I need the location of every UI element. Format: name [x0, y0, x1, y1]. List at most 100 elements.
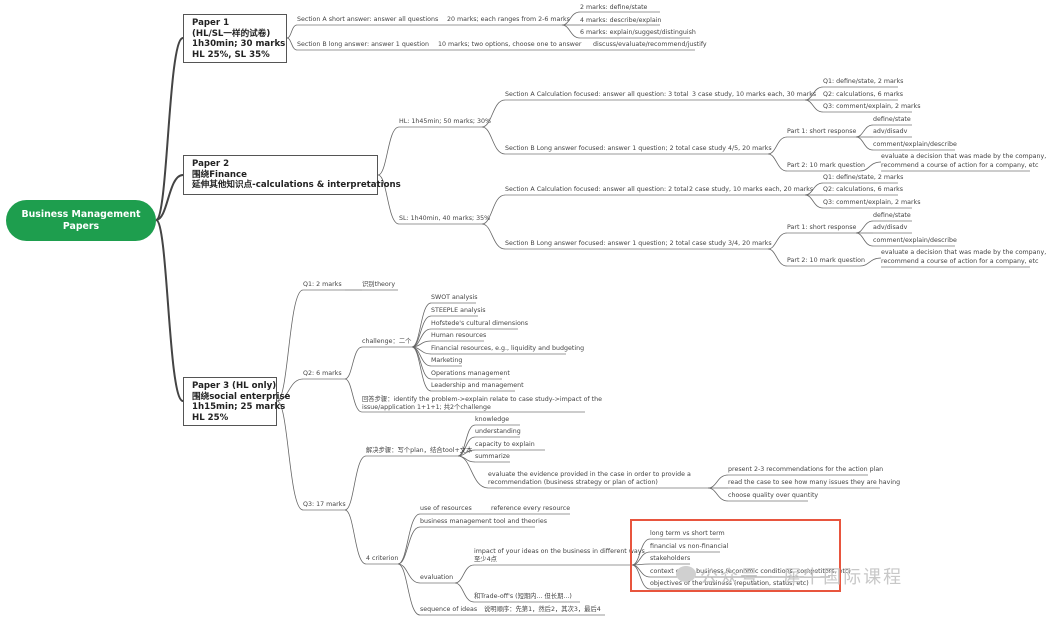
p2-sl-p1a: define/state: [873, 212, 911, 219]
connector-line: [481, 126, 506, 155]
connector-line: [804, 99, 824, 113]
connector-line: [457, 455, 489, 489]
p3-seq: sequence of ideas: [420, 606, 478, 613]
p3-reference: reference every resource: [491, 505, 571, 512]
p1-secB: Section B long answer: answer 1 question: [297, 41, 430, 48]
paper2-line: Paper 2: [192, 159, 230, 169]
p1-m2: 2 marks: define/state: [580, 4, 648, 11]
paper2-line: 延伸其他知识点-calculations & interpretations: [192, 180, 401, 190]
p3-ch-item: SWOT analysis: [431, 294, 478, 301]
connector-line: [707, 474, 729, 489]
connector-line: [276, 400, 304, 511]
p2-hl-secB-case: case study 4/5, 20 marks: [692, 145, 772, 152]
connector-line: [561, 24, 581, 39]
connector-line: [344, 346, 363, 380]
connector-line: [344, 378, 363, 413]
p2-hl-q1: Q1: define/state, 2 marks: [823, 78, 904, 85]
p2-sl-q2: Q2: calculations, 6 marks: [823, 186, 904, 193]
p3-tradeoff: 和Trade-off's (短期内... 但长期...): [474, 593, 572, 600]
connector-line: [631, 564, 651, 590]
p3-q2: Q2: 6 marks: [303, 370, 342, 377]
connector-line: [286, 24, 298, 39]
connector-line: [411, 346, 432, 392]
p3-q1: Q1: 2 marks: [303, 281, 342, 288]
p2-hl-p2b: recommend a course of action for a compa…: [881, 162, 1039, 169]
p2-hl-secB: Section B Long answer focused: answer 1 …: [505, 145, 690, 152]
paper1-line: (HL/SL一样的试卷): [192, 28, 271, 39]
connector-line: [855, 136, 874, 151]
p3-answer-step2: issue/application 1+1+1; 共2个challenge: [362, 404, 491, 411]
p3-q3: Q3: 17 marks: [303, 501, 346, 508]
p2-sl-p2b: recommend a course of action for a compa…: [881, 258, 1039, 265]
p3-solve: 解决步骤：写个plan，结合tool+文本: [366, 447, 473, 454]
p3-rec2: read the case to see how many issues the…: [728, 479, 901, 486]
p3-imp-item: objectives of the business (reputation, …: [650, 580, 809, 587]
p2-sl-p1b: adv/disadv: [873, 224, 908, 231]
p2-sl-secA: Section A Calculation focused: answer al…: [505, 186, 689, 193]
paper1-line: Paper 1: [192, 18, 230, 28]
root-title-line1: Business Management: [21, 208, 141, 220]
p3-impact1: impact of your ideas on the business in …: [474, 548, 645, 555]
p2-sl: SL: 1h40min, 40 marks; 35%: [399, 215, 491, 222]
p3-q1-sub: 识别theory: [362, 281, 396, 288]
connector-line: [859, 161, 882, 172]
connector-line: [481, 194, 506, 225]
connector-line: [454, 564, 475, 584]
root-node[interactable]: Business Management Papers: [6, 200, 156, 241]
p2-hl-q2: Q2: calculations, 6 marks: [823, 91, 904, 98]
p3-solve-item: knowledge: [475, 416, 510, 423]
connector-line: [377, 174, 400, 225]
connector-line: [859, 257, 882, 267]
p2-sl-secA-case: 2 case study, 10 marks each, 20 marks: [689, 186, 814, 193]
p1-secB-marks: 10 marks; two options, choose one to ans…: [438, 41, 582, 48]
paper3-node[interactable]: Paper 3 (HL only) 围绕social enterprise 1h…: [183, 377, 290, 426]
p2-hl-q3: Q3: comment/explain, 2 marks: [823, 103, 921, 110]
connector-line: [855, 220, 874, 234]
p1-secA-marks: 20 marks; each ranges from 2-6 marks: [447, 16, 570, 23]
connector-line: [397, 563, 421, 616]
connector-line: [767, 248, 788, 267]
paper2-node[interactable]: Paper 2 围绕Finance 延伸其他知识点-calculations &…: [183, 155, 401, 195]
connector-line: [276, 289, 304, 402]
connector-line: [767, 232, 788, 250]
p2-hl: HL: 1h45min; 50 marks; 30%: [399, 118, 492, 125]
connector-line: [707, 487, 729, 502]
connector-line: [481, 223, 506, 250]
paper1-node[interactable]: Paper 1 (HL/SL一样的试卷) 1h30min; 30 marks H…: [183, 14, 287, 63]
p3-ch-item: Marketing: [431, 357, 463, 364]
p3-imp-item: long term vs short term: [650, 530, 725, 537]
p3-imp-item: stakeholders: [650, 555, 691, 562]
p3-seq-sub: 说明顺序：先第1，然后2，其次3，最后4: [484, 606, 601, 613]
p2-sl-p2a: evaluate a decision that was made by the…: [881, 249, 1046, 256]
p3-evaluate1: evaluate the evidence provided in the ca…: [488, 471, 691, 478]
p3-rec1: present 2-3 recommendations for the acti…: [728, 466, 884, 473]
p1-m4: 4 marks: describe/explain: [580, 17, 662, 24]
p1-secA: Section A short answer: answer all quest…: [297, 16, 439, 23]
connector-line: [276, 378, 304, 402]
p2-sl-secB-case: case study 3/4, 20 marks: [692, 240, 772, 247]
connector-line: [855, 124, 874, 138]
connector-line: [155, 37, 184, 221]
connector-line: [344, 509, 367, 565]
p3-imp-item: context of the business (economic condit…: [650, 568, 851, 575]
p2-hl-p1b: adv/disadv: [873, 128, 908, 135]
paper3-line: HL 25%: [192, 412, 229, 423]
p3-ch-item: Financial resources, e.g., liquidity and…: [431, 345, 585, 352]
p2-sl-part2: Part 2: 10 mark question: [787, 257, 866, 264]
p3-evaluate2: recommendation (business strategy or pla…: [488, 479, 658, 486]
paper2-line: 围绕Finance: [192, 169, 247, 180]
p3-criterion: 4 criterion: [366, 555, 399, 562]
p2-hl-part1: Part 1: short response: [787, 128, 857, 135]
connector-line: [855, 232, 874, 247]
p3-rec3: choose quality over quantity: [728, 492, 819, 499]
p3-ch-item: Leadership and management: [431, 382, 524, 389]
p3-ch-item: Human resources: [431, 332, 487, 339]
root-title-line2: Papers: [62, 220, 100, 232]
p3-ch-item: Operations management: [431, 370, 510, 377]
p3-challenge: challenge：二个: [362, 338, 412, 345]
p3-solve-item: summarize: [475, 453, 510, 460]
connector-line: [344, 455, 367, 511]
p1-m6: 6 marks: explain/suggest/distinguish: [580, 29, 696, 36]
p3-solve-item: capacity to explain: [475, 441, 535, 448]
connector-line: [411, 328, 432, 348]
